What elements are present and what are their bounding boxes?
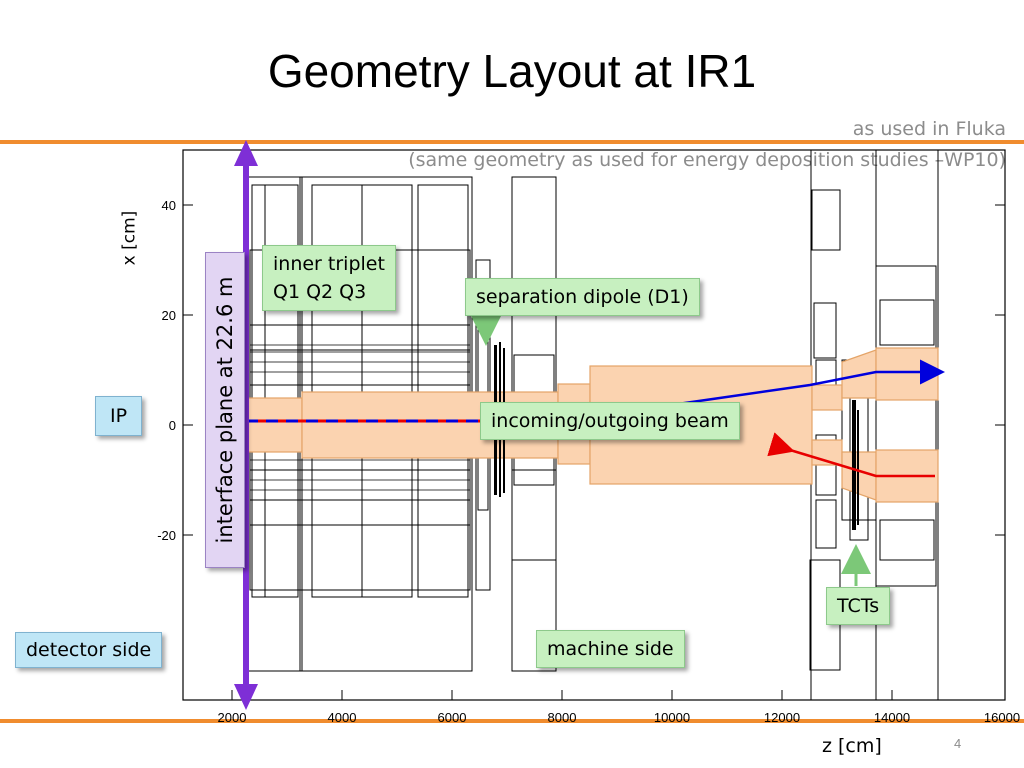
y-tick-20: 20 (162, 308, 176, 323)
y-tick-0: 0 (169, 418, 176, 433)
interface-arrow-head-bottom (234, 684, 258, 710)
x-tick-4000: 4000 (328, 710, 357, 725)
x-tick-12000: 12000 (764, 710, 800, 725)
beam-outgoing-red (767, 432, 935, 478)
y-tick-minus20: -20 (157, 528, 176, 543)
page-number: 4 (954, 736, 962, 751)
axis-ticks (183, 204, 1005, 700)
x-tick-6000: 6000 (438, 710, 467, 725)
ip-label: IP (95, 396, 143, 436)
tcts-label: TCTs (826, 587, 891, 625)
subtitle-geometry-note: (same geometry as used for energy deposi… (408, 149, 1006, 171)
interface-arrow-head-top (234, 140, 258, 166)
x-tick-8000: 8000 (548, 710, 577, 725)
interface-plane-label: interface plane at 22.6 m (205, 252, 245, 568)
machine-side-label: machine side (536, 630, 685, 668)
slide-title: Geometry Layout at IR1 (267, 45, 757, 97)
y-tick-40: 40 (162, 198, 176, 213)
bottom-rule (0, 719, 1024, 723)
detector-side-label: detector side (15, 632, 163, 668)
x-tick-14000: 14000 (874, 710, 910, 725)
top-rule (0, 140, 1024, 144)
y-axis-label: x [cm] (119, 210, 140, 266)
separation-dipole-label: separation dipole (D1) (465, 278, 700, 316)
subtitle-fluka: as used in Fluka (852, 118, 1006, 140)
x-tick-2000: 2000 (218, 710, 247, 725)
magnet-outlines (245, 150, 939, 700)
x-tick-16000: 16000 (984, 710, 1020, 725)
beam-label: incoming/outgoing beam (480, 402, 740, 440)
quad-internal-lines (250, 344, 470, 491)
x-tick-10000: 10000 (654, 710, 690, 725)
x-axis-label: z [cm] (822, 735, 882, 757)
inner-triplet-label: inner triplet Q1 Q2 Q3 (262, 245, 396, 311)
